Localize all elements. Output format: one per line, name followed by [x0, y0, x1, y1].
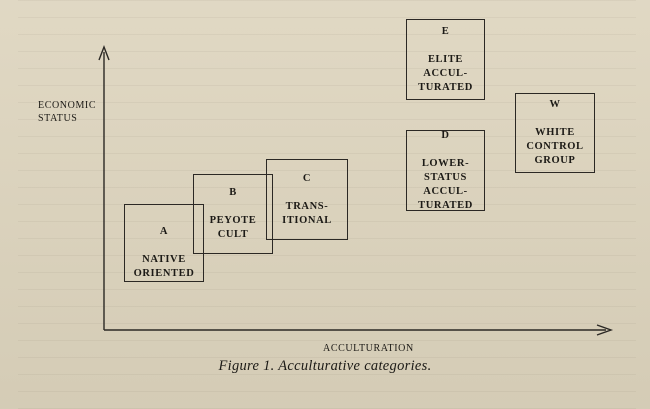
category-box-c: C TRANS- ITIONAL: [266, 159, 348, 240]
y-axis-arrowhead: [98, 45, 110, 61]
figure-caption: Figure 1. Acculturative categories.: [218, 358, 432, 374]
category-code: E: [441, 25, 450, 37]
category-name: ELITE ACCUL- TURATED: [418, 53, 473, 93]
x-axis-label: ACCULTURATION: [323, 343, 414, 354]
category-box-e: E ELITE ACCUL- TURATED: [406, 19, 485, 100]
category-box-w: W WHITE CONTROL GROUP: [515, 93, 595, 173]
category-code: D: [441, 129, 450, 141]
y-axis-label: ECONOMIC STATUS: [38, 100, 97, 124]
category-box-a: A NATIVE ORIENTED: [124, 204, 204, 282]
category-name: TRANS- ITIONAL: [282, 200, 332, 226]
category-box-d: D LOWER- STATUS ACCUL- TURATED: [406, 130, 485, 211]
category-name: LOWER- STATUS ACCUL- TURATED: [418, 157, 473, 211]
category-name: NATIVE ORIENTED: [133, 254, 195, 279]
x-axis-arrowhead: [596, 324, 614, 336]
bleed-through-text-lines: [18, 0, 636, 409]
category-box-b: B PEYOTE CULT: [193, 174, 273, 254]
category-name: PEYOTE CULT: [209, 215, 257, 240]
category-code: B: [229, 187, 237, 198]
category-code: A: [159, 226, 169, 237]
category-code: C: [302, 172, 312, 184]
category-name: WHITE CONTROL GROUP: [526, 127, 584, 166]
category-code: W: [549, 99, 561, 110]
